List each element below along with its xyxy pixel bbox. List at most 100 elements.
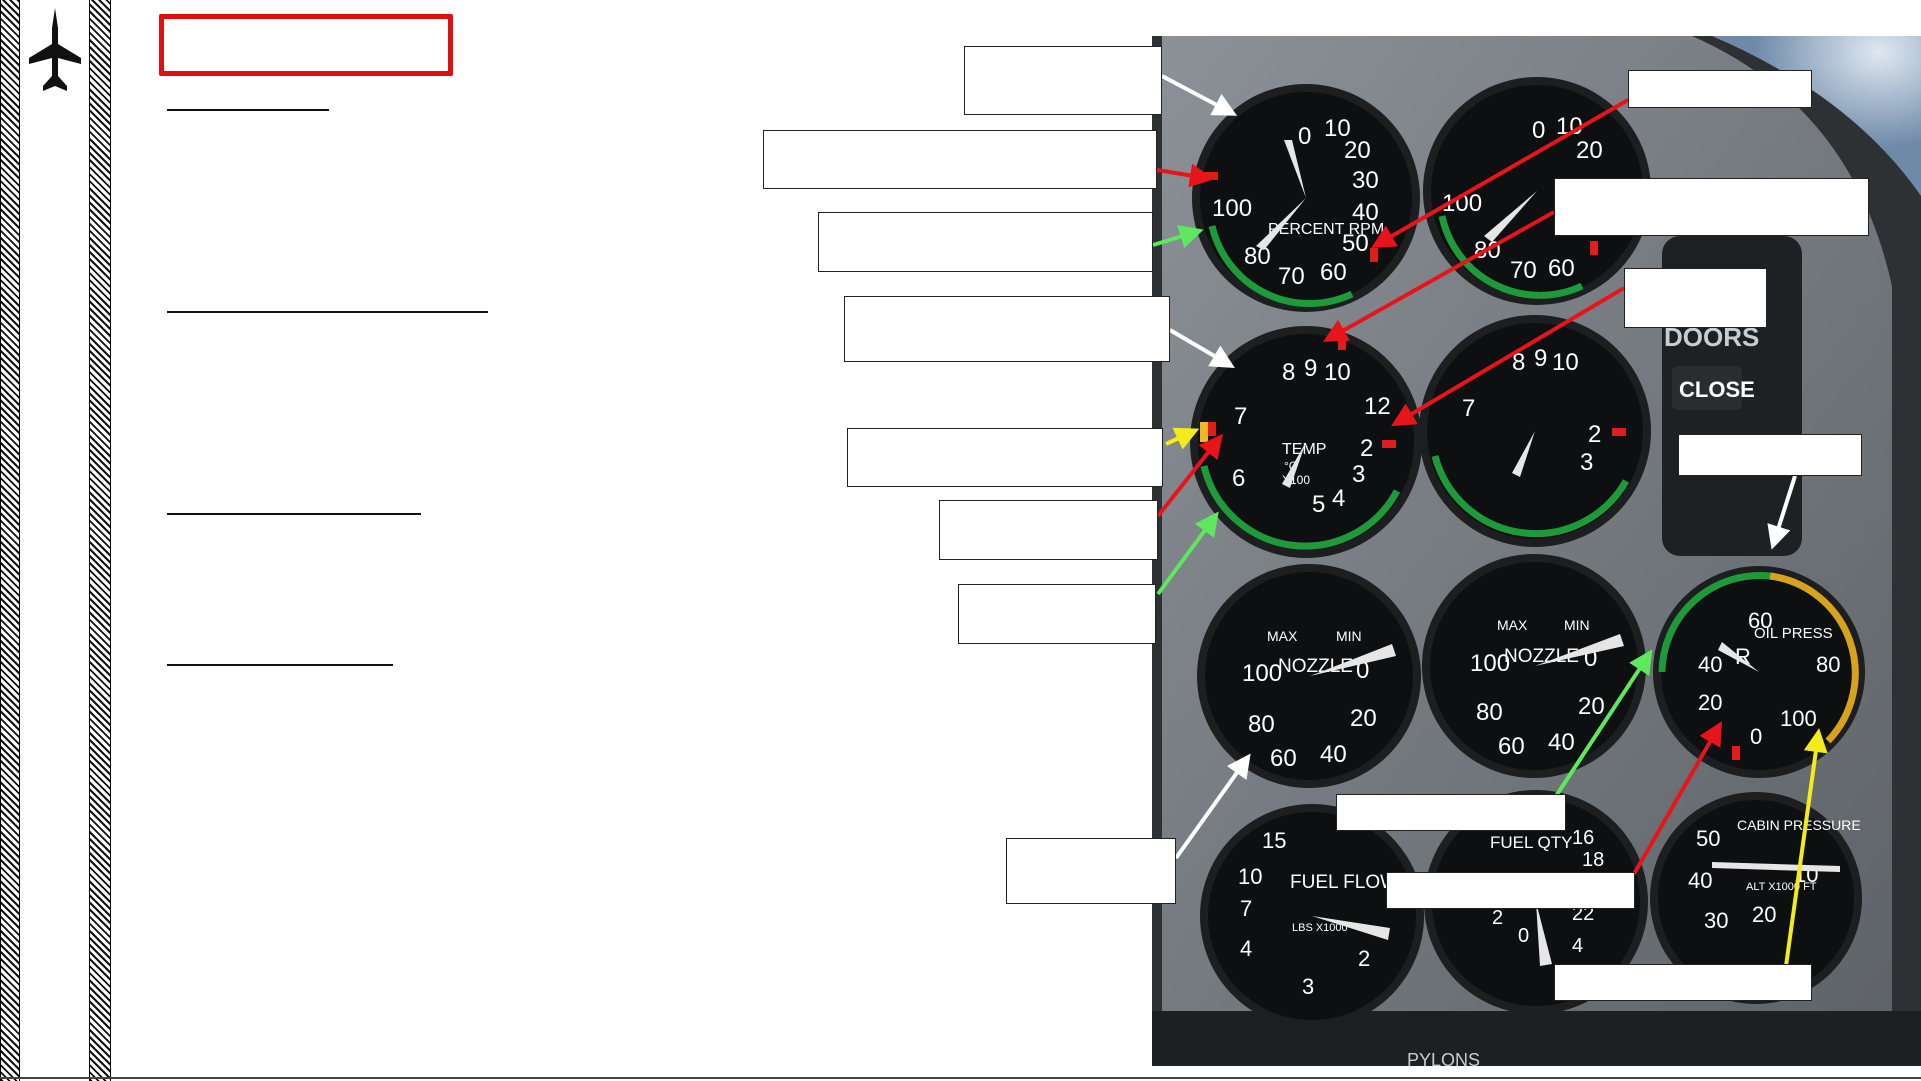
section-heading-underline bbox=[167, 109, 329, 111]
callout-arrow bbox=[1174, 753, 1251, 860]
svg-text:16: 16 bbox=[1572, 827, 1594, 849]
svg-text:15: 15 bbox=[1262, 828, 1286, 853]
svg-text:30: 30 bbox=[1704, 908, 1728, 933]
svg-text:100: 100 bbox=[1242, 660, 1282, 687]
svg-text:50: 50 bbox=[1696, 826, 1720, 851]
svg-text:40: 40 bbox=[1688, 868, 1712, 893]
doors-close-button[interactable] bbox=[1672, 366, 1742, 410]
callout-label bbox=[847, 428, 1163, 487]
svg-text:60: 60 bbox=[1748, 608, 1772, 633]
cabin-pressure-label: CABIN PRESSURE bbox=[1737, 817, 1861, 833]
svg-text:20: 20 bbox=[1350, 705, 1377, 732]
svg-text:12: 12 bbox=[1364, 393, 1391, 420]
fuel-qty-label: FUEL QTY bbox=[1490, 833, 1573, 852]
svg-text:8: 8 bbox=[1282, 359, 1295, 386]
svg-text:10: 10 bbox=[1238, 864, 1262, 889]
nozzle-r-max-label: MAX bbox=[1497, 617, 1528, 633]
svg-text:40: 40 bbox=[1548, 729, 1575, 756]
svg-text:2: 2 bbox=[1358, 946, 1370, 971]
callout-arrow bbox=[1156, 511, 1219, 596]
callout-label bbox=[844, 296, 1170, 362]
callout-label bbox=[1386, 872, 1635, 909]
callout-arrow bbox=[1165, 427, 1200, 450]
nozzle-max-label: MAX bbox=[1267, 628, 1298, 644]
bottom-border bbox=[0, 1077, 1921, 1079]
callout-label bbox=[958, 584, 1156, 644]
svg-text:40: 40 bbox=[1352, 199, 1379, 226]
callout-label bbox=[1336, 794, 1566, 831]
svg-text:20: 20 bbox=[1752, 902, 1776, 927]
callout-label bbox=[964, 46, 1162, 115]
svg-text:50: 50 bbox=[1342, 230, 1369, 257]
callout-arrow bbox=[1632, 721, 1722, 875]
callout-label bbox=[1554, 964, 1812, 1001]
svg-text:7: 7 bbox=[1462, 395, 1475, 422]
svg-text:60: 60 bbox=[1498, 733, 1525, 760]
svg-text:7: 7 bbox=[1234, 403, 1247, 430]
svg-text:3: 3 bbox=[1302, 974, 1314, 999]
svg-text:18: 18 bbox=[1582, 849, 1604, 871]
svg-text:100: 100 bbox=[1212, 195, 1252, 222]
svg-text:20: 20 bbox=[1698, 690, 1722, 715]
svg-text:100: 100 bbox=[1780, 706, 1817, 731]
svg-text:4: 4 bbox=[1332, 485, 1345, 512]
fuel-flow-unit: LBS X1000 bbox=[1292, 922, 1348, 934]
svg-text:7: 7 bbox=[1240, 896, 1252, 921]
temp-gauge-label: TEMP bbox=[1282, 441, 1326, 458]
svg-text:40: 40 bbox=[1698, 652, 1722, 677]
jet-aircraft-icon bbox=[29, 8, 81, 91]
svg-text:5: 5 bbox=[1312, 491, 1325, 518]
callout-arrow bbox=[1767, 475, 1797, 550]
svg-text:20: 20 bbox=[1578, 693, 1605, 720]
callout-arrow bbox=[1156, 433, 1223, 518]
oil-gauge-label: OIL PRESS bbox=[1754, 625, 1833, 642]
section-heading-underline bbox=[167, 311, 488, 313]
callout-label bbox=[1678, 434, 1862, 476]
callout-label bbox=[763, 130, 1157, 189]
svg-text:0: 0 bbox=[1298, 123, 1311, 150]
svg-text:30: 30 bbox=[1352, 167, 1379, 194]
callout-arrow bbox=[1168, 328, 1235, 369]
callout-label bbox=[818, 212, 1153, 272]
svg-text:3: 3 bbox=[1352, 461, 1365, 488]
svg-text:80: 80 bbox=[1816, 652, 1840, 677]
callout-arrow bbox=[1391, 286, 1626, 427]
pylons-label: PYLONS bbox=[1407, 1050, 1480, 1066]
svg-text:3: 3 bbox=[1580, 449, 1593, 476]
svg-text:20: 20 bbox=[1576, 137, 1603, 164]
callout-arrow bbox=[1554, 649, 1653, 798]
nozzle-min-label: MIN bbox=[1336, 628, 1362, 644]
svg-text:0: 0 bbox=[1518, 925, 1529, 947]
svg-text:100: 100 bbox=[1470, 650, 1510, 677]
fuel-flow-label: FUEL FLOW bbox=[1290, 872, 1398, 893]
svg-text:4: 4 bbox=[1572, 935, 1583, 957]
left-rail-hatch-inner bbox=[89, 0, 111, 1081]
svg-text:70: 70 bbox=[1510, 257, 1537, 284]
svg-text:10: 10 bbox=[1324, 359, 1351, 386]
section-heading-underline bbox=[167, 513, 421, 515]
nozzle-gauge-label: NOZZLE bbox=[1278, 656, 1353, 677]
callout-arrow bbox=[1161, 74, 1238, 116]
left-rail-hatch bbox=[0, 0, 20, 1081]
callout-arrow bbox=[1323, 210, 1555, 342]
svg-text:9: 9 bbox=[1304, 355, 1317, 382]
section-heading-underline bbox=[167, 664, 393, 666]
page-title-box bbox=[159, 14, 453, 76]
svg-text:80: 80 bbox=[1476, 699, 1503, 726]
svg-text:4: 4 bbox=[1240, 936, 1252, 961]
callout-arrow bbox=[1152, 225, 1204, 249]
svg-text:9: 9 bbox=[1534, 345, 1547, 372]
svg-text:70: 70 bbox=[1278, 263, 1305, 290]
svg-text:10: 10 bbox=[1324, 115, 1351, 142]
svg-text:80: 80 bbox=[1244, 243, 1271, 270]
nozzle-r-min-label: MIN bbox=[1564, 617, 1590, 633]
callout-arrow bbox=[1156, 163, 1214, 188]
svg-text:2: 2 bbox=[1360, 435, 1373, 462]
